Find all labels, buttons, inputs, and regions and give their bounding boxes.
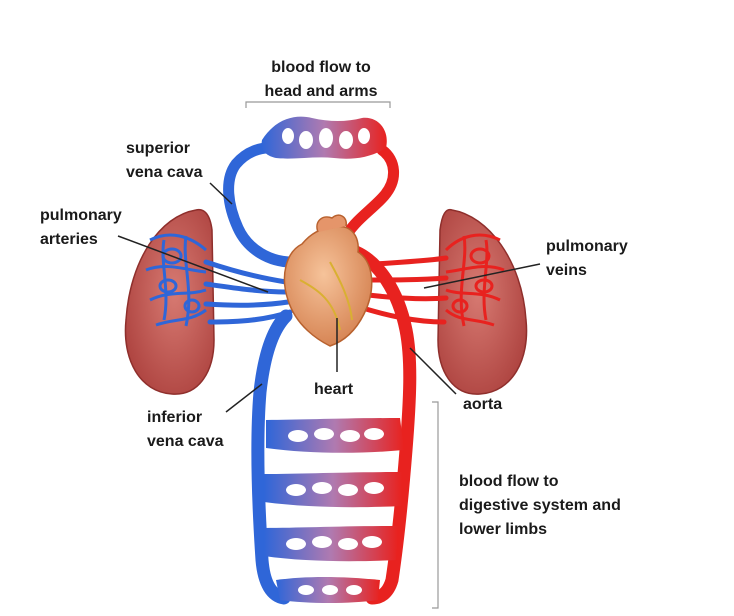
vena-cava [223, 142, 298, 605]
leader-aorta [409, 347, 457, 395]
leader-lines [117, 182, 541, 413]
capillary-bed-head [261, 116, 387, 159]
leader-superior-vena-cava [209, 182, 233, 205]
label-pulmonary-arteries: pulmonary arteries [40, 204, 122, 252]
left-lung [124, 208, 215, 395]
leader-pulmonary-veins [423, 263, 541, 289]
label-line: blood flow to [271, 59, 371, 76]
label-line: vena cava [126, 164, 203, 181]
bracket-head-arms [245, 101, 391, 108]
label-line: heart [314, 381, 354, 398]
label-line: superior [126, 140, 191, 157]
label-blood-flow-head-arms: blood flow to head and arms [246, 56, 396, 104]
label-line: pulmonary [40, 207, 122, 224]
label-aorta: aorta [463, 393, 502, 417]
capillary-beds-lower [264, 418, 404, 603]
label-line: blood flow to [459, 473, 559, 490]
leader-inferior-vena-cava [225, 383, 263, 413]
label-line: inferior [147, 409, 203, 426]
bracket-lower-body [432, 401, 439, 609]
label-line: veins [546, 262, 587, 279]
label-heart: heart [314, 378, 353, 402]
right-lung [437, 208, 528, 395]
heart-illustration [283, 214, 373, 347]
label-line: aorta [463, 396, 503, 413]
label-line: head and arms [264, 83, 378, 100]
label-superior-vena-cava: superior vena cava [126, 137, 203, 185]
label-line: pulmonary [546, 238, 628, 255]
leader-pulmonary-arteries [117, 235, 269, 293]
label-inferior-vena-cava: inferior vena cava [147, 406, 224, 454]
pulmonary-arteries [203, 259, 293, 325]
label-line: arteries [40, 231, 98, 248]
label-pulmonary-veins: pulmonary veins [546, 235, 628, 283]
label-line: lower limbs [459, 521, 548, 538]
label-blood-flow-digestive-lower-limbs: blood flow to digestive system and lower… [459, 470, 621, 542]
label-line: digestive system and [459, 497, 621, 514]
label-line: vena cava [147, 433, 224, 450]
aorta [338, 144, 417, 605]
